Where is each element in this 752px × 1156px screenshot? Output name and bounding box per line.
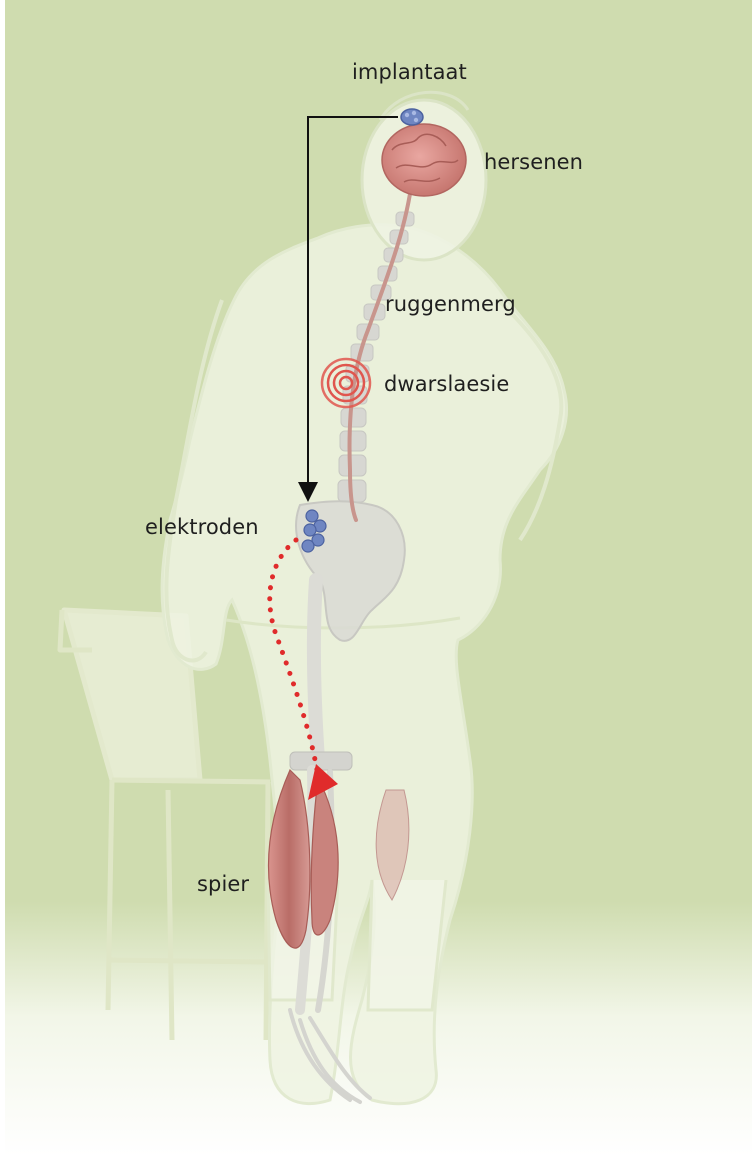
brain [382,124,466,196]
label-spinal-injury: dwarslaesie [384,372,509,396]
left-margin [0,0,5,1156]
label-muscle: spier [197,872,249,896]
label-brain: hersenen [484,150,583,174]
knee [290,752,352,770]
femur [314,580,318,760]
label-implant: implantaat [352,60,467,84]
label-spinal-cord: ruggenmerg [385,292,516,316]
label-electrodes: elektroden [145,515,259,539]
implant-chip-icon [401,109,423,125]
